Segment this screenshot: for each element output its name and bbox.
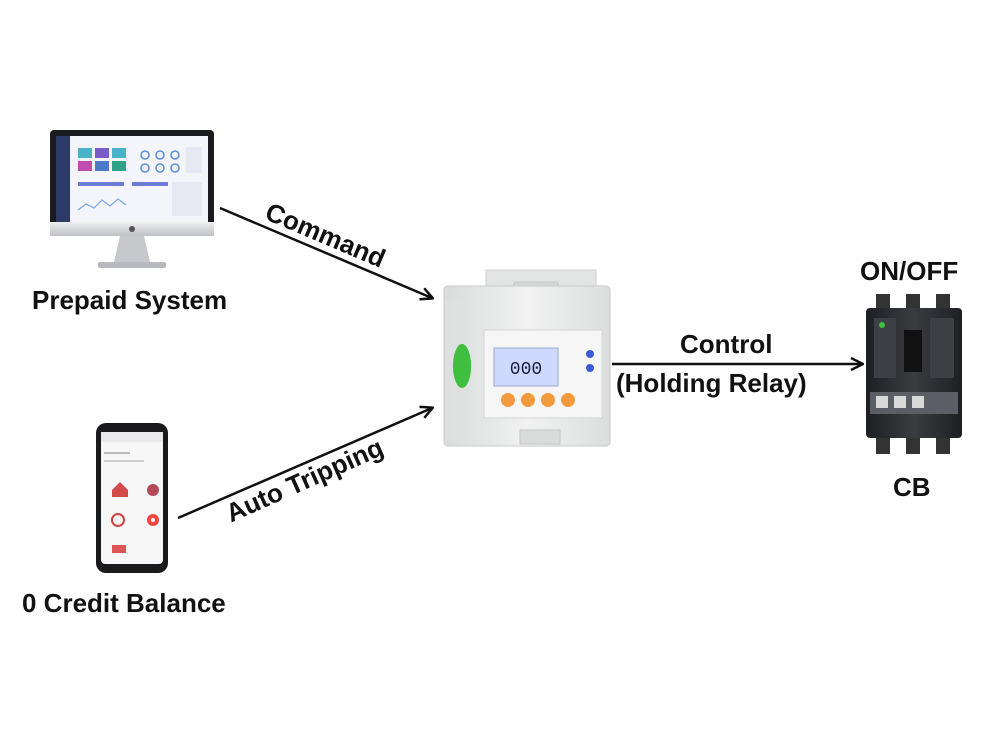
breaker-label: CB bbox=[893, 472, 931, 502]
prepaid-system-label: Prepaid System bbox=[32, 285, 228, 315]
command-arrow bbox=[219, 206, 432, 298]
holding-relay-label: (Holding Relay) bbox=[616, 368, 807, 398]
credit-balance-label: 0 Credit Balance bbox=[22, 588, 226, 618]
control-label: Control bbox=[680, 329, 773, 359]
smartphone-icon bbox=[96, 423, 168, 573]
auto-tripping-arrow bbox=[177, 408, 432, 520]
desktop-monitor-icon bbox=[50, 130, 214, 268]
meter-lcd-readout: 000 bbox=[510, 360, 542, 380]
din-rail-prepaid-meter-icon: 000 bbox=[443, 269, 611, 447]
breaker-state-label: ON/OFF bbox=[860, 256, 959, 286]
circuit-breaker-icon bbox=[866, 294, 962, 454]
